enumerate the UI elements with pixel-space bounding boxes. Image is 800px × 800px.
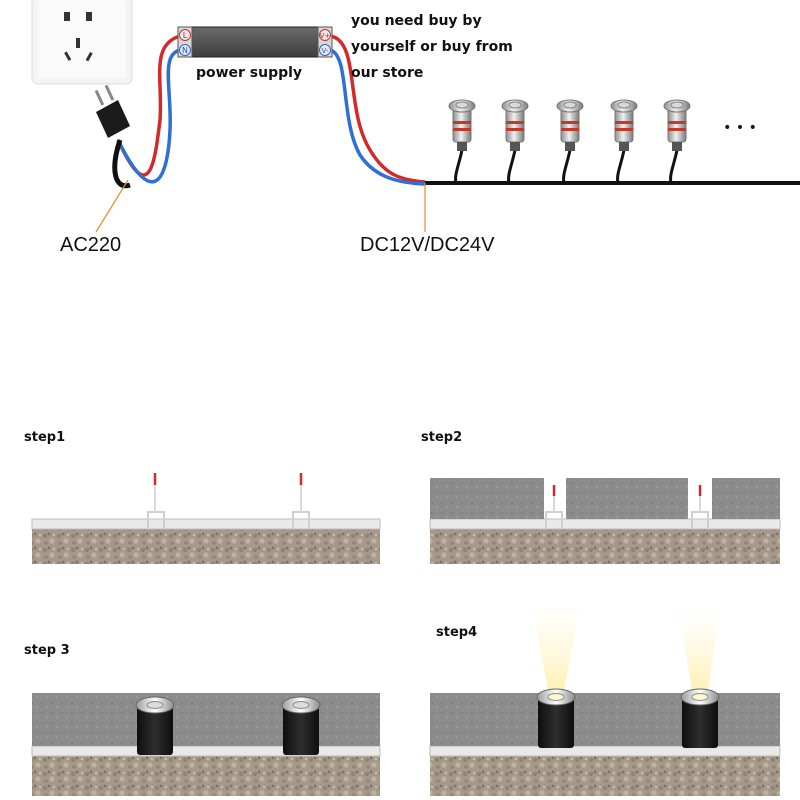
dc-voltage-label: DC12V/DC24V — [360, 234, 495, 256]
step1-panel — [31, 473, 381, 564]
led-light-3 — [556, 99, 584, 184]
step2-panel — [429, 478, 781, 564]
power-supply-label: power supply — [196, 65, 302, 81]
step3-label: step 3 — [24, 643, 70, 658]
terminal-label-n: N — [182, 46, 188, 55]
step3-fixture-right — [281, 696, 321, 755]
ac-leader-line — [95, 179, 129, 233]
step4-fixture-left — [536, 688, 576, 748]
note-line-1: you need buy by — [351, 13, 482, 29]
terminal-label-vminus: V- — [322, 47, 329, 55]
step1-junction-left — [147, 473, 165, 528]
terminal-label-l: L — [183, 31, 188, 40]
wires — [116, 34, 426, 186]
step1-junction-right — [292, 473, 310, 528]
step4-light-beam-right — [679, 607, 720, 690]
power-supply-unit: L N V+ V- — [177, 26, 333, 58]
plug-icon — [94, 84, 131, 189]
step2-junction-right — [691, 485, 709, 528]
led-light-row — [448, 99, 691, 184]
step4-fixture-right — [680, 688, 720, 748]
led-light-4 — [610, 99, 638, 184]
step4-panel — [429, 603, 781, 796]
step2-label: step2 — [421, 430, 462, 445]
led-light-2 — [501, 99, 529, 184]
step4-label: step4 — [436, 625, 477, 640]
terminal-label-vplus: V+ — [320, 32, 331, 40]
step3-fixture-left — [135, 696, 175, 755]
more-lights-ellipsis: • • • — [723, 120, 757, 136]
note-line-3: our store — [351, 65, 423, 81]
step4-light-beam-left — [532, 603, 580, 690]
led-light-1 — [448, 99, 476, 184]
ac-voltage-label: AC220 — [60, 234, 121, 256]
purchase-note: you need buy by yourself or buy from our… — [351, 13, 513, 81]
note-line-2: yourself or buy from — [351, 39, 513, 55]
wall-socket — [31, 0, 133, 85]
led-light-5 — [663, 99, 691, 184]
step2-junction-left — [545, 485, 563, 528]
step3-panel — [31, 693, 381, 796]
step1-label: step1 — [24, 430, 65, 445]
